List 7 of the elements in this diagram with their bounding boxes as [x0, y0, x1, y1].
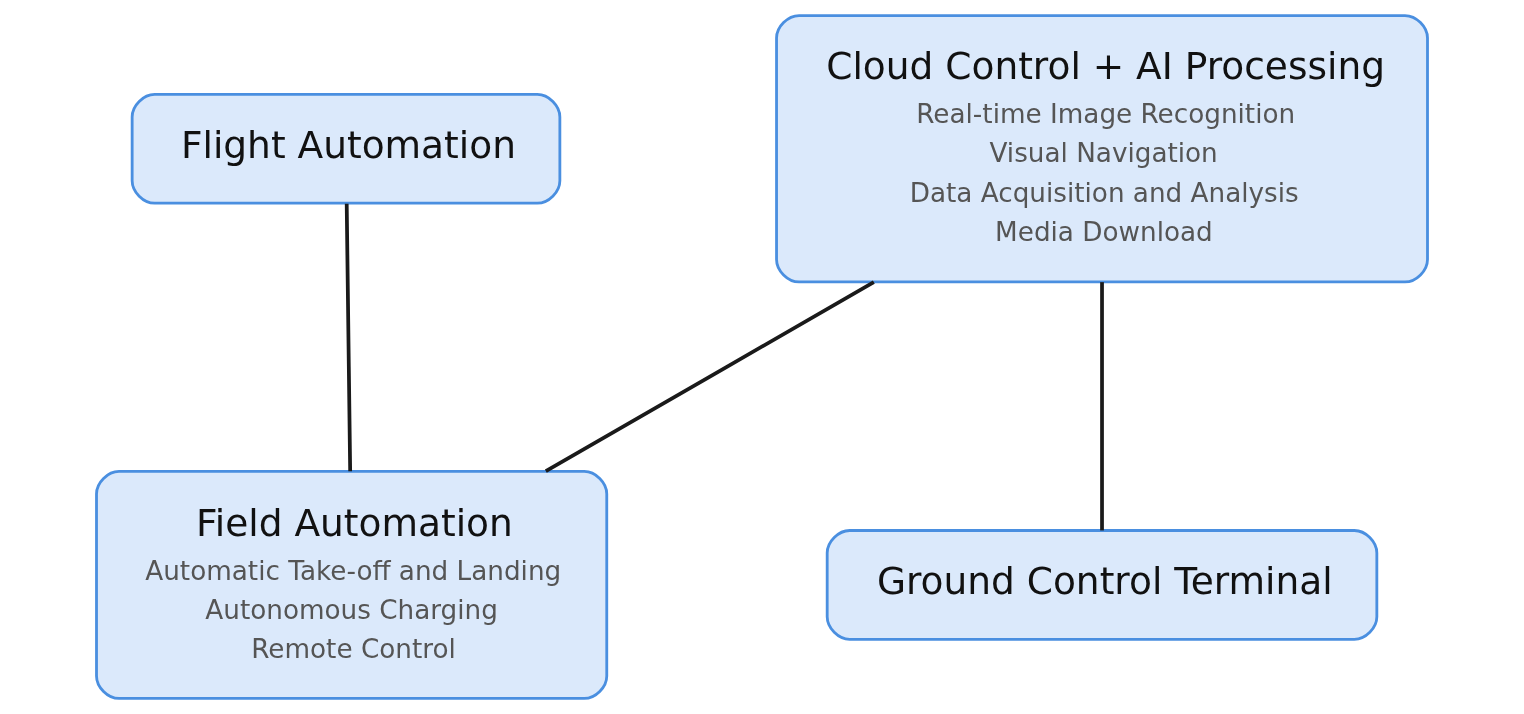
node-box: Ground Control Terminal — [825, 529, 1379, 641]
connector — [344, 203, 353, 472]
node-box: Cloud Control + AI Processing Real-time Image Recognition Visual Navigation Data Acquisition and Analysis Media Download — [775, 14, 1429, 284]
connector — [1100, 282, 1104, 531]
node-box: Field Automation Automatic Take-off and Landing Autonomous Charging Remote Control — [95, 470, 609, 700]
node-box: Flight Automation — [130, 92, 562, 205]
connector — [544, 280, 875, 473]
